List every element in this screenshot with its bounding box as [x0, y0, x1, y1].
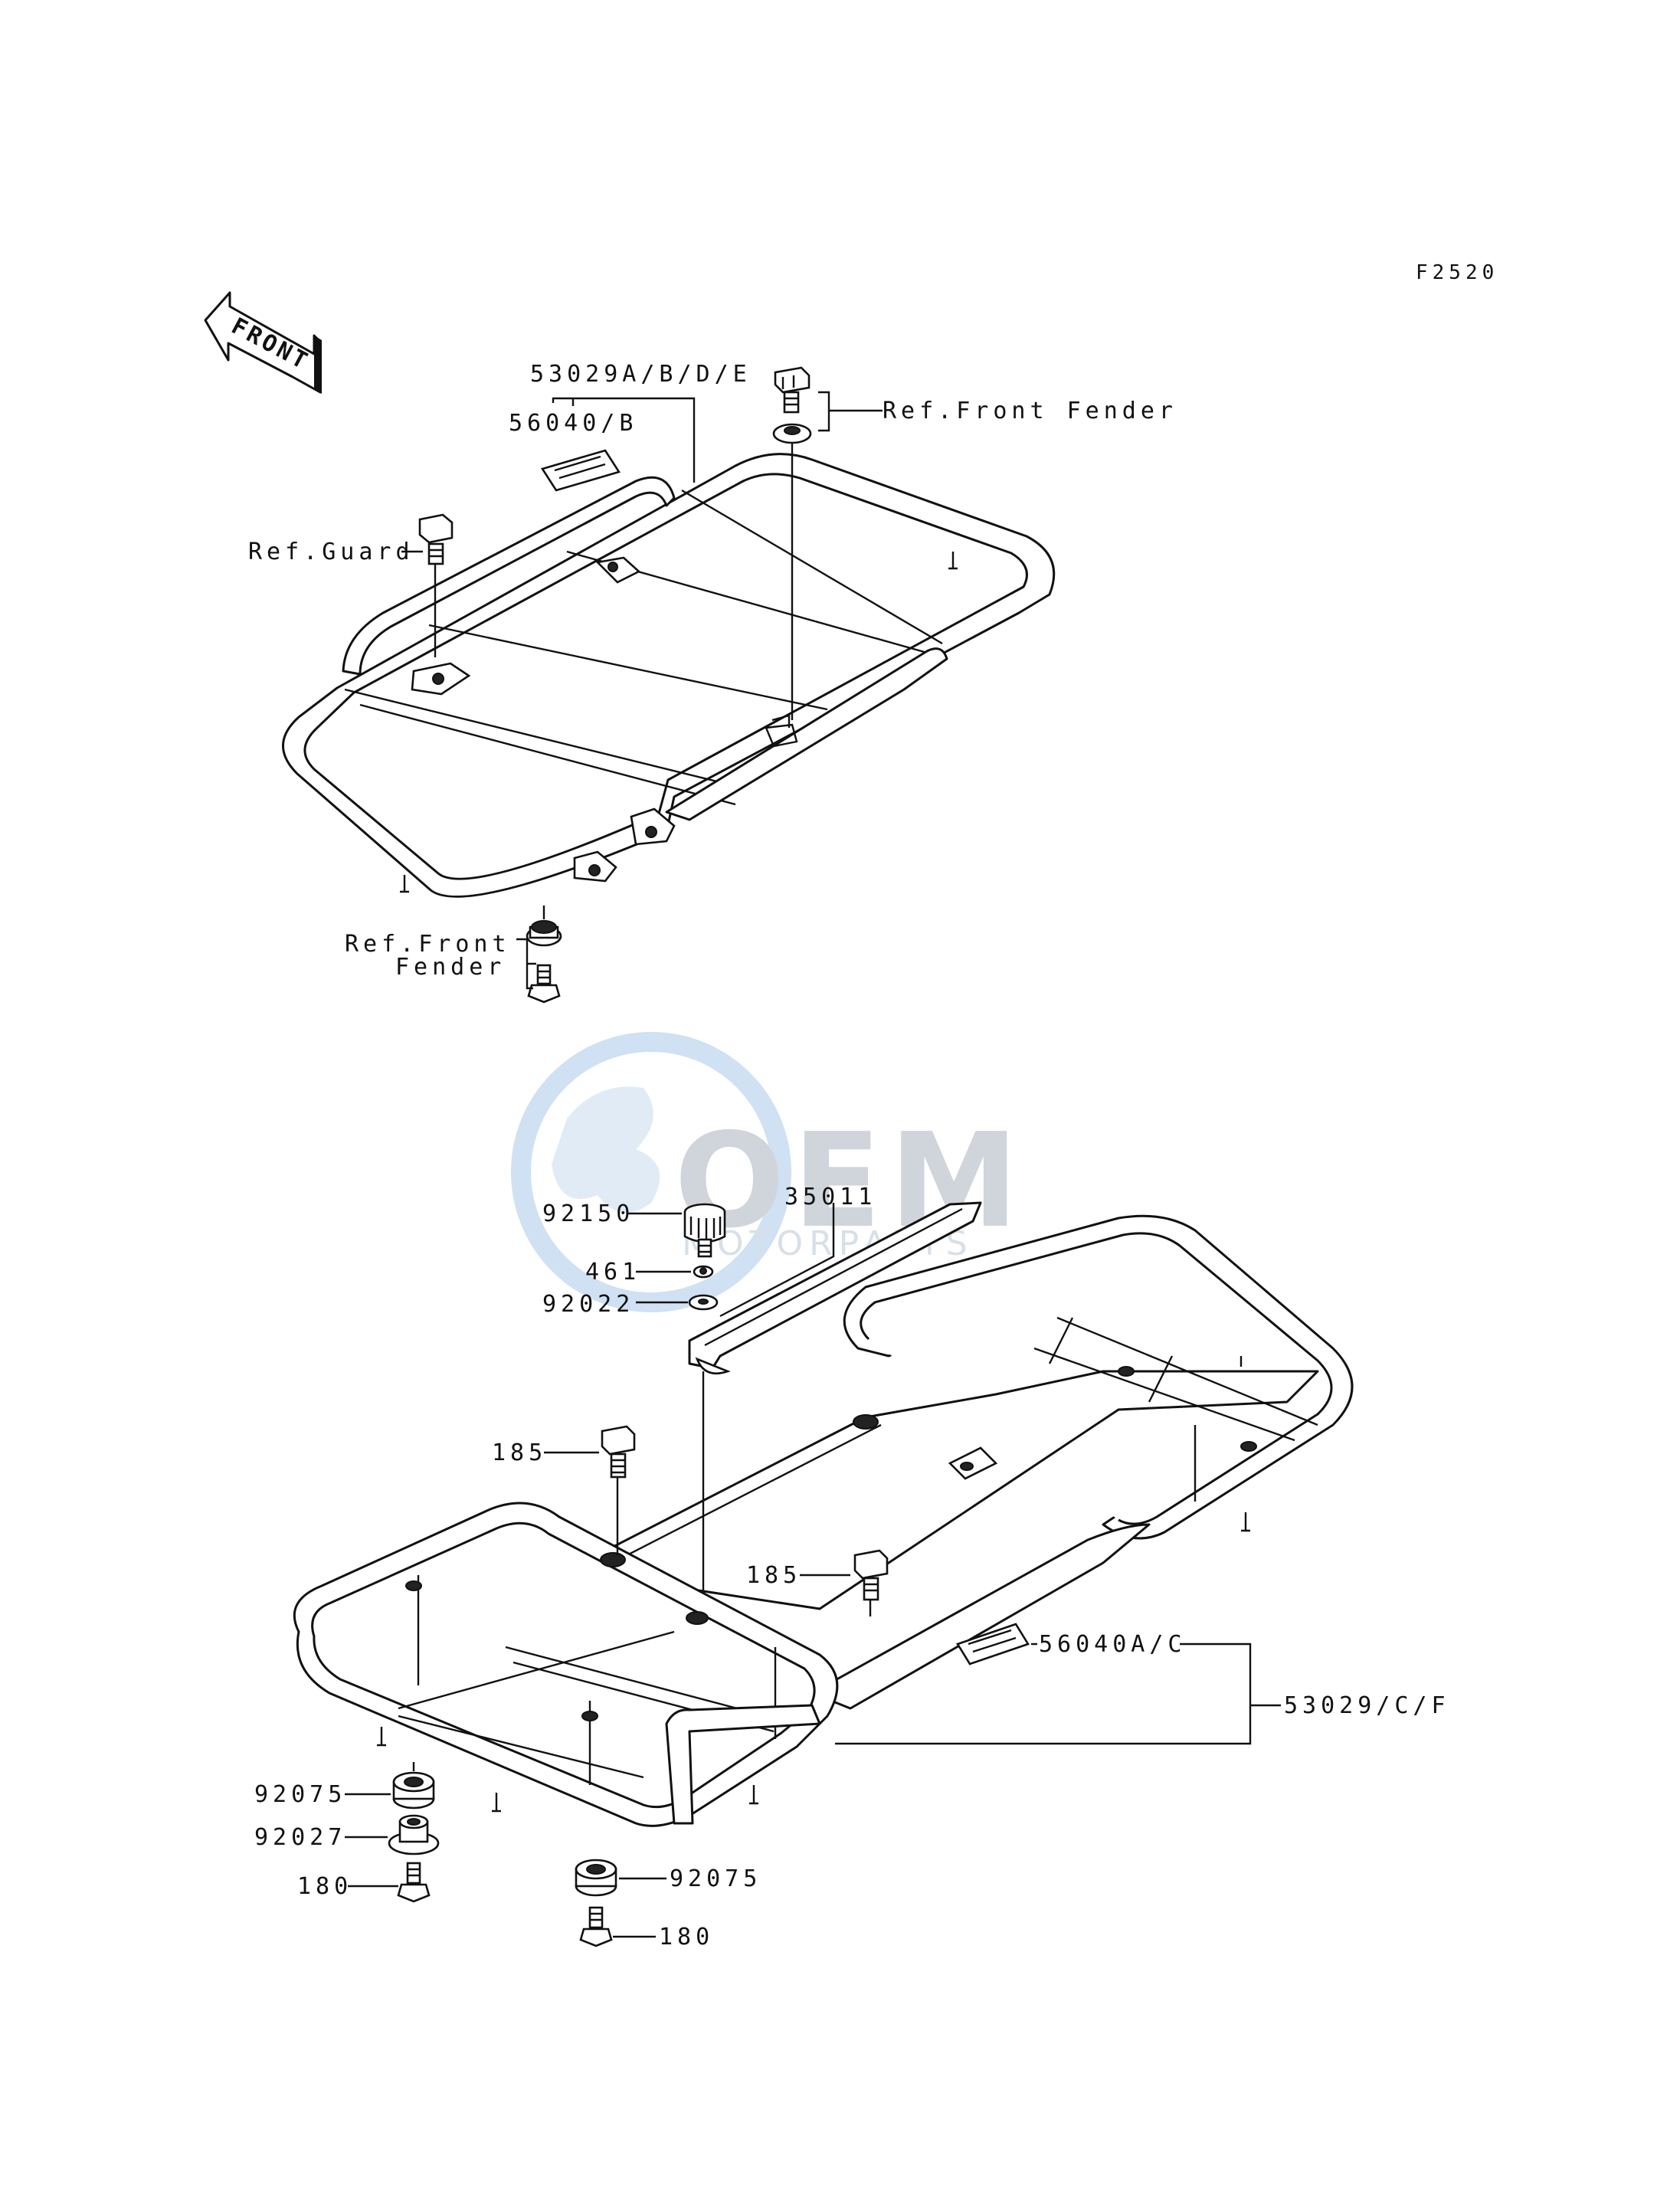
rear-collar-92027 — [388, 1814, 440, 1855]
ref-front-fender-bottom-line1: Ref.Front — [345, 931, 511, 958]
rear-nut-461 — [693, 1265, 714, 1279]
rear-bolt-180-a — [397, 1862, 431, 1903]
front-direction-arrow: FRONT — [204, 291, 322, 394]
rear-damper-b-label: 92075 — [670, 1865, 761, 1892]
watermark-logo-text: OEM — [674, 1105, 1027, 1257]
rear-knob-label: 92150 — [542, 1200, 634, 1227]
rear-knob-92150 — [683, 1203, 726, 1258]
rear-carrier-leader — [835, 1643, 1281, 1745]
rear-nut-label: 461 — [585, 1259, 640, 1286]
rear-damper-92075-b — [575, 1859, 617, 1897]
front-decal-56040b — [540, 449, 621, 492]
front-fender-washer-bottom — [526, 920, 562, 947]
rear-bolt-left-label: 185 — [492, 1439, 547, 1466]
rear-stud-1 — [377, 1727, 386, 1747]
front-fender-washer-top — [772, 423, 812, 444]
rear-washer-label: 92022 — [542, 1291, 634, 1318]
figure-code: F2520 — [1416, 261, 1498, 284]
rear-damper-a-label: 92075 — [254, 1781, 346, 1808]
front-fender-bolt-top — [774, 366, 811, 414]
guard-bolt — [418, 513, 454, 565]
rear-bracket-35011 — [688, 1201, 982, 1375]
ref-front-fender-top-label: Ref.Front Fender — [883, 398, 1177, 424]
rear-stud-4 — [1241, 1512, 1250, 1532]
rear-damper-92075-a — [392, 1771, 435, 1810]
front-stud-2 — [948, 552, 958, 570]
front-decal-label: 56040/B — [509, 410, 637, 437]
rear-stud-2 — [492, 1793, 501, 1813]
front-mount-tab-2 — [595, 556, 641, 584]
front-carrier-frame — [282, 453, 1056, 898]
front-carrier-leader — [552, 397, 696, 483]
rear-washer-92022 — [688, 1294, 719, 1311]
rear-bolt-185-left — [601, 1425, 636, 1479]
rear-collar-label: 92027 — [254, 1824, 346, 1851]
front-carrier-label: 53029A/B/D/E — [530, 361, 752, 388]
ref-guard-label: Ref.Guard — [248, 539, 414, 565]
front-stud-1 — [400, 875, 409, 893]
rear-carrier-frame — [293, 1214, 1354, 1827]
rear-carrier-label: 53029/C/F — [1284, 1692, 1450, 1719]
rear-bolt-180-b — [579, 1906, 613, 1947]
rear-bracket-label: 35011 — [784, 1184, 876, 1210]
rear-stud-3 — [749, 1785, 758, 1805]
front-fender-bolt-bottom — [527, 964, 561, 1004]
rear-bolt-right-label: 185 — [746, 1562, 801, 1589]
rear-bolt-a-label: 180 — [297, 1873, 352, 1900]
rear-decal-label: 56040A/C — [1039, 1631, 1187, 1658]
rear-bolt-185-right — [853, 1549, 889, 1601]
ref-front-fender-bottom-line2: Fender — [395, 954, 506, 981]
rear-bolt-b-label: 180 — [659, 1924, 714, 1950]
rear-decal-56040ac — [956, 1623, 1030, 1665]
